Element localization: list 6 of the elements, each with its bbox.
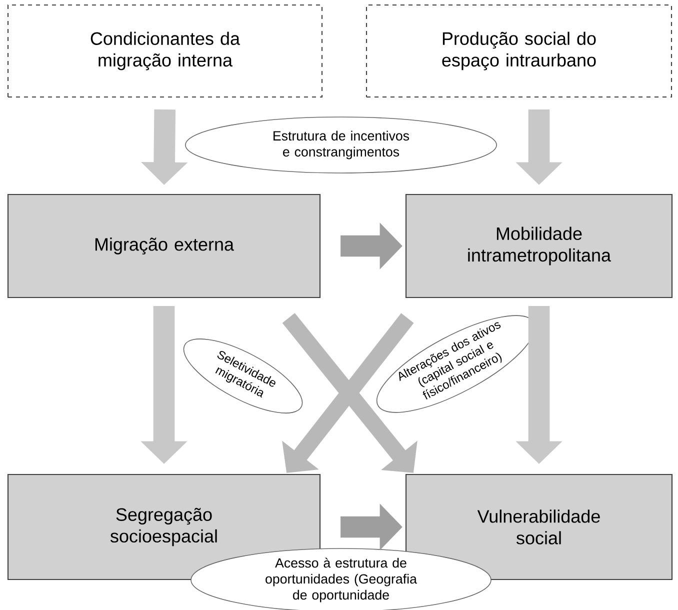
oval-label: Estrutura de incentivos e constrangimentos — [185, 116, 497, 174]
oval-label: Acesso à estrutura de oportunidades (Geografia de oportunidade — [190, 548, 492, 610]
process-box: Migração externa — [7, 194, 321, 298]
dashed-box: Condicionantes da migração interna — [7, 4, 323, 98]
dashed-box: Produção social do espaço intraurbano — [366, 4, 672, 98]
process-box: Mobilidade intrametropolitana — [405, 194, 673, 298]
